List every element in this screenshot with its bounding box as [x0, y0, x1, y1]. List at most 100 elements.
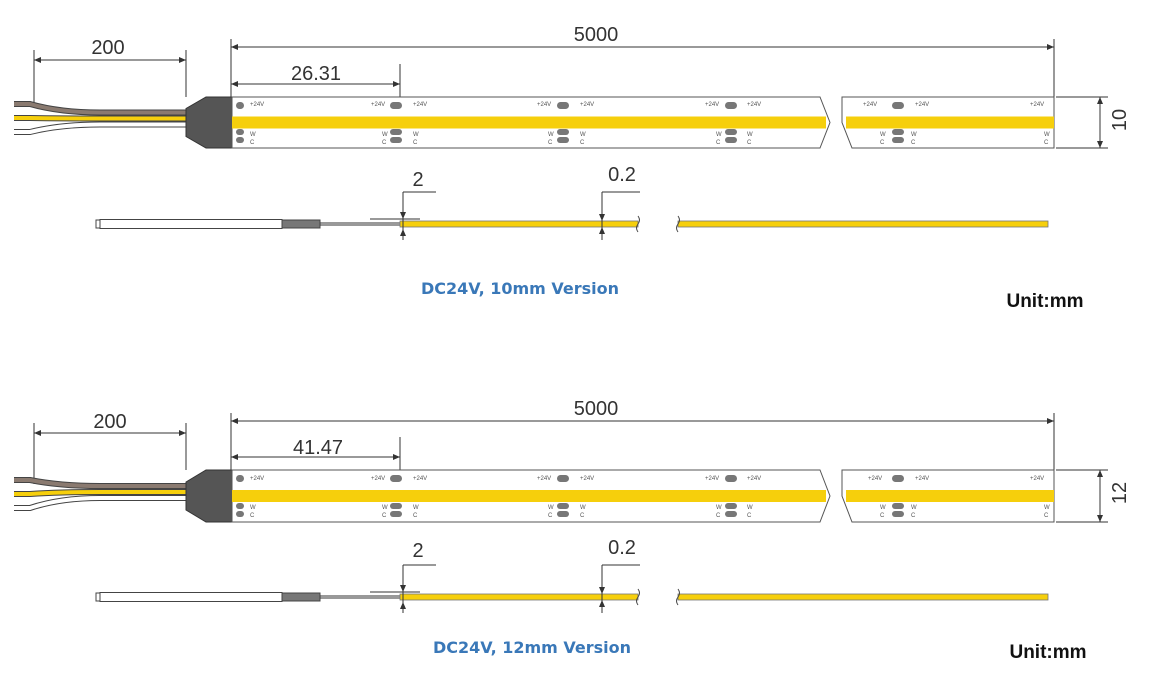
arrowhead: [231, 81, 238, 87]
wire: [14, 478, 190, 488]
arrowhead: [231, 418, 238, 424]
solder-pad: [236, 129, 244, 135]
arrowhead: [393, 454, 400, 460]
pad-label-w: W: [911, 132, 917, 138]
pad-labels: +24V +24V +24V +24V +24V +24V +24V +24V …: [250, 102, 1050, 146]
arrowhead: [179, 57, 186, 63]
solder-pad: [892, 475, 904, 482]
arrowhead: [231, 44, 238, 50]
pad-label-w: W: [580, 505, 586, 511]
pad-label-c: C: [911, 140, 916, 146]
pad-label-w: W: [382, 505, 388, 511]
solder-pad: [236, 511, 244, 517]
pad-label-w: W: [548, 132, 554, 138]
diagram-12mm: 200 5000 41.47 12 2 0.2 +24V +24V +24V +…: [0, 336, 1172, 673]
arrowhead: [231, 454, 238, 460]
pad-label-c: C: [382, 513, 387, 519]
solder-pad: [557, 137, 569, 143]
break-mark: [636, 588, 640, 606]
break-mark: [676, 588, 680, 606]
arrowhead: [400, 212, 406, 219]
side-cable: [99, 592, 283, 602]
dim-strip-thickness: 2: [412, 540, 423, 562]
arrowhead: [34, 430, 41, 436]
wire-tip: [95, 592, 101, 602]
pad-label-c: C: [880, 140, 885, 146]
pad-label-w: W: [250, 132, 256, 138]
arrowhead: [1047, 418, 1054, 424]
dim-cut-length: 26.31: [291, 63, 341, 85]
solder-pad: [236, 503, 244, 509]
wire: [14, 116, 190, 121]
arrowhead: [1097, 97, 1103, 104]
arrowhead: [1097, 515, 1103, 522]
connector: [185, 469, 233, 523]
pad-label-plus: +24V: [868, 476, 882, 482]
pad-label-plus: +24V: [537, 102, 551, 108]
solder-pad: [236, 475, 244, 482]
solder-pad: [557, 475, 569, 482]
solder-pad: [892, 102, 904, 109]
side-led-strip: [677, 220, 1049, 228]
led-band: [846, 490, 1054, 502]
connector: [185, 96, 233, 149]
pad-label-c: C: [880, 513, 885, 519]
pad-label-c: C: [250, 513, 255, 519]
pad-label-w: W: [716, 132, 722, 138]
dim-lead-length: 200: [93, 411, 126, 433]
pad-label-c: C: [382, 140, 387, 146]
unit-label: Unit:mm: [1006, 291, 1083, 312]
solder-pad: [557, 503, 569, 509]
dim-cut-length: 41.47: [293, 437, 343, 459]
pad-label-plus: +24V: [747, 102, 761, 108]
pad-label-w: W: [1044, 132, 1050, 138]
pad-label-w: W: [747, 132, 753, 138]
solder-pad: [725, 503, 737, 509]
side-connector: [281, 219, 321, 229]
arrowhead: [393, 81, 400, 87]
arrowhead: [599, 600, 605, 607]
pad-label-w: W: [413, 132, 419, 138]
pad-label-plus: +24V: [413, 476, 427, 482]
pad-label-plus: +24V: [863, 102, 877, 108]
pad-label-w: W: [1044, 505, 1050, 511]
pad-label-c: C: [1044, 513, 1049, 519]
pad-label-w: W: [880, 132, 886, 138]
pad-label-plus: +24V: [371, 476, 385, 482]
pad-label-plus: +24V: [747, 476, 761, 482]
solder-pad: [390, 129, 402, 135]
solder-pad: [725, 137, 737, 143]
arrowhead: [599, 214, 605, 221]
led-band: [232, 490, 826, 502]
solder-pad: [892, 129, 904, 135]
solder-pad: [892, 137, 904, 143]
pad-label-w: W: [580, 132, 586, 138]
diagram-10mm-svg: 200 5000 26.31 10 2 0.2 +24V +24V +24V +…: [14, 24, 1131, 312]
pad-label-w: W: [250, 505, 256, 511]
pad-label-plus: +24V: [705, 476, 719, 482]
arrowhead: [599, 227, 605, 234]
solder-pad: [725, 129, 737, 135]
solder-pad: [725, 102, 737, 109]
pad-label-c: C: [716, 140, 721, 146]
arrowhead: [400, 229, 406, 236]
wire: [14, 496, 190, 510]
wire: [14, 122, 190, 134]
pad-label-plus: +24V: [250, 476, 264, 482]
solder-pad: [390, 102, 402, 109]
side-led-strip: [677, 593, 1049, 601]
pad-label-c: C: [250, 140, 255, 146]
pad-label-w: W: [911, 505, 917, 511]
pad-label-plus: +24V: [915, 102, 929, 108]
led-band: [846, 116, 1054, 129]
static-drawing: [14, 39, 1108, 240]
dim-led-thickness: 0.2: [608, 537, 636, 559]
pad-label-c: C: [548, 513, 553, 519]
solder-pad: [557, 129, 569, 135]
pad-label-w: W: [716, 505, 722, 511]
pad-label-w: W: [747, 505, 753, 511]
pad-label-plus: +24V: [580, 476, 594, 482]
dim-strip-thickness: 2: [412, 169, 423, 191]
pad-label-plus: +24V: [580, 102, 594, 108]
dim-total-length: 5000: [574, 24, 619, 46]
